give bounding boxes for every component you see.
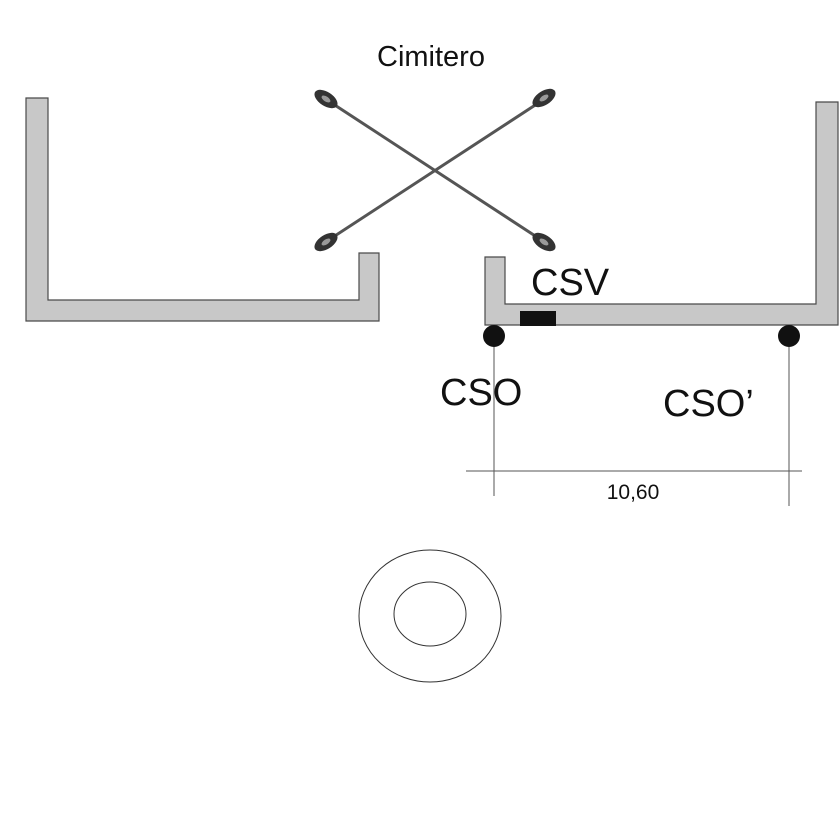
csv-label: CSV — [531, 262, 610, 304]
cemetery-label: Cimitero — [377, 41, 485, 73]
left-u-wall — [25, 97, 380, 322]
right-u-wall — [484, 101, 839, 326]
csv-marker — [520, 311, 556, 326]
crossed-lines-icon — [314, 88, 556, 252]
cso-label: CSO — [440, 372, 522, 414]
cso-prime-point — [778, 325, 800, 347]
cso-point — [483, 325, 505, 347]
concentric-circles-icon — [358, 549, 502, 683]
distance-label: 10,60 — [607, 481, 660, 504]
cso-prime-label: CSO’ — [663, 383, 754, 425]
